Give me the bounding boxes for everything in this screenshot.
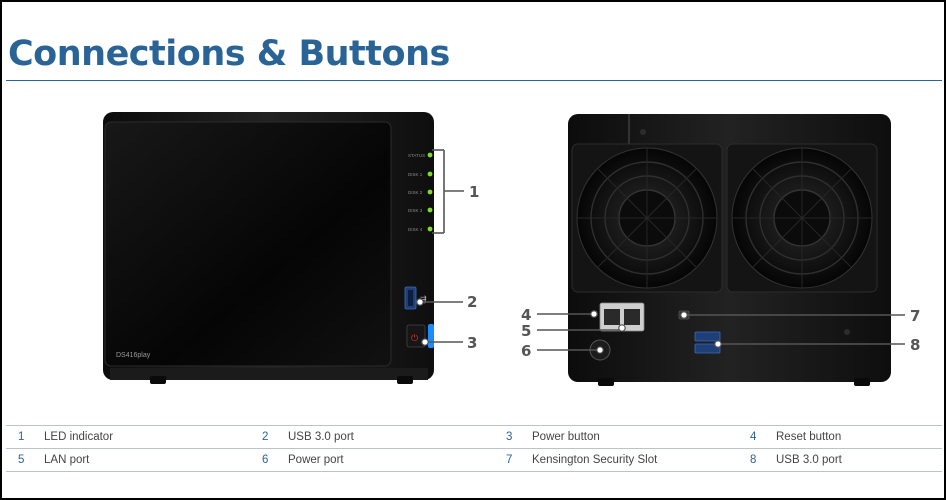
rear-device: 4 5 6 7 8 <box>521 114 920 386</box>
legend-number: 6 <box>250 448 288 472</box>
front-foot-left <box>150 376 166 384</box>
legend-number: 8 <box>738 448 776 472</box>
legend-label: LAN port <box>44 448 250 472</box>
led-disk-3 <box>427 207 433 213</box>
front-base <box>110 368 428 380</box>
legend-label: Reset button <box>776 425 942 449</box>
title-divider <box>6 80 942 81</box>
power-icon: ⏻ <box>411 333 418 344</box>
page-title: Connections & Buttons <box>8 34 450 74</box>
callout-2: 2 <box>467 293 477 311</box>
rear-fan-right <box>726 143 878 293</box>
led-status <box>427 152 433 158</box>
model-label: DS416play <box>116 352 151 359</box>
legend-number: 5 <box>6 448 44 472</box>
led-label-status: STATUS <box>408 153 425 158</box>
rear-screw <box>640 129 646 135</box>
legend-table: 1 LED indicator 2 USB 3.0 port 3 Power b… <box>6 425 942 472</box>
callout-7-line <box>680 311 905 319</box>
callout-8: 8 <box>910 336 920 354</box>
legend-number: 7 <box>494 448 532 472</box>
legend-number: 3 <box>494 425 532 449</box>
legend-label: Power button <box>532 425 738 449</box>
rear-foot-left <box>598 378 614 386</box>
front-foot-right <box>397 376 413 384</box>
callout-6: 6 <box>521 342 531 360</box>
callout-7: 7 <box>910 307 920 325</box>
led-panel: STATUS DISK 1 DISK 2 DISK 3 DISK 4 <box>408 152 433 232</box>
callout-2-line <box>416 298 463 306</box>
front-device: DS416play STATUS DISK 1 DISK 2 DISK 3 DI… <box>103 112 479 384</box>
led-label-disk-4: DISK 4 <box>408 227 423 232</box>
legend-label: USB 3.0 port <box>776 448 942 472</box>
callout-4-line <box>537 310 598 318</box>
led-label-disk-2: DISK 2 <box>408 190 423 195</box>
legend-row: 1 LED indicator 2 USB 3.0 port 3 Power b… <box>6 425 942 449</box>
callout-1: 1 <box>469 183 479 201</box>
legend-label: LED indicator <box>44 425 250 449</box>
rear-usb-ports <box>694 331 721 354</box>
callout-3-line <box>421 338 463 346</box>
legend-label: Kensington Security Slot <box>532 448 738 472</box>
usb-icon: ⇶ <box>420 295 427 304</box>
led-label-disk-3: DISK 3 <box>408 208 423 213</box>
rear-top-seam <box>628 114 630 146</box>
callout-8-line <box>714 340 905 348</box>
legend-label: Power port <box>288 448 494 472</box>
legend-number: 2 <box>250 425 288 449</box>
callout-5-line <box>537 324 626 332</box>
led-disk-1 <box>427 171 433 177</box>
callout-5: 5 <box>521 322 531 340</box>
rear-foot-right <box>854 378 870 386</box>
front-bezel <box>104 121 392 367</box>
legend-number: 4 <box>738 425 776 449</box>
led-label-disk-1: DISK 1 <box>408 172 423 177</box>
rear-fan-left <box>571 143 723 293</box>
callout-4: 4 <box>521 306 531 324</box>
led-disk-2 <box>427 189 433 195</box>
led-disk-4 <box>427 226 433 232</box>
rear-lan-port <box>599 302 645 332</box>
legend-number: 1 <box>6 425 44 449</box>
device-diagram: DS416play STATUS DISK 1 DISK 2 DISK 3 DI… <box>103 112 920 386</box>
callout-6-line <box>537 346 604 354</box>
legend-label: USB 3.0 port <box>288 425 494 449</box>
callout-1-bracket <box>432 149 464 234</box>
rear-screw-lower <box>844 329 850 335</box>
legend-row: 5 LAN port 6 Power port 7 Kensington Sec… <box>6 448 942 472</box>
callout-3: 3 <box>467 334 477 352</box>
front-usb-port <box>404 286 417 310</box>
